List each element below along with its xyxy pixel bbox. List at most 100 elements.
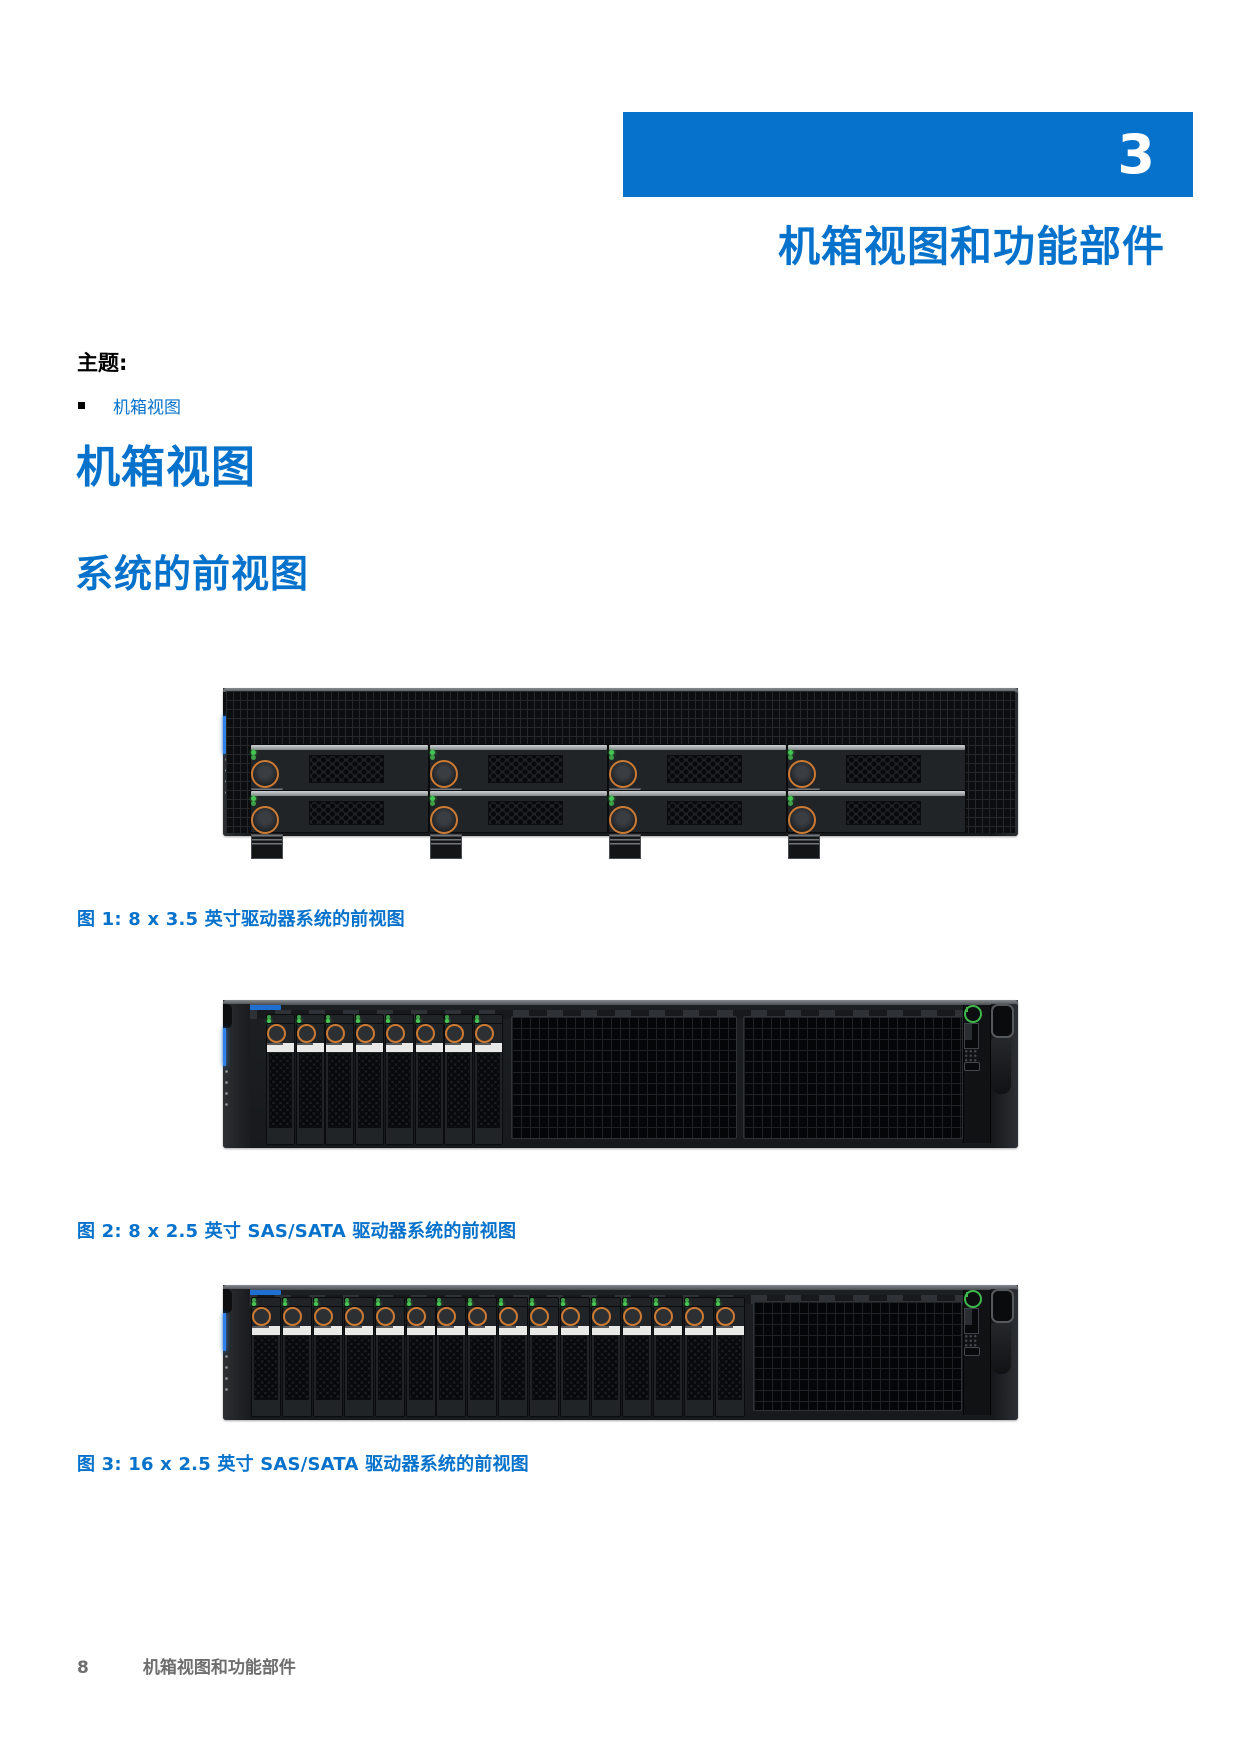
drive-release-button-icon bbox=[376, 1307, 395, 1326]
drive-capacity-label bbox=[623, 1326, 651, 1335]
drive-capacity-label bbox=[530, 1326, 558, 1335]
drive-capacity-label bbox=[475, 1043, 502, 1052]
drive-carrier-2-5in bbox=[385, 1014, 414, 1145]
vga-port-icon bbox=[991, 1289, 1014, 1323]
drive-activity-led bbox=[376, 1302, 380, 1306]
label-text-line bbox=[345, 1326, 362, 1328]
figure-caption-3: 图 3: 16 x 2.5 英寸 SAS/SATA 驱动器系统的前视图 bbox=[77, 1454, 529, 1475]
drive-carrier-2-5in bbox=[529, 1297, 559, 1417]
drive-activity-led bbox=[654, 1302, 658, 1306]
label-text-line bbox=[252, 1326, 269, 1328]
drive-capacity-label bbox=[685, 1326, 713, 1335]
micro-usb-port-icon bbox=[964, 1062, 980, 1071]
label-text-line bbox=[654, 1326, 671, 1328]
left-rack-ear bbox=[223, 1289, 250, 1420]
power-button-icon bbox=[964, 1290, 982, 1308]
chassis-top-edge bbox=[223, 1285, 1018, 1290]
drive-status-led bbox=[445, 1015, 449, 1019]
drive-status-led bbox=[609, 755, 614, 760]
drive-release-button-icon bbox=[326, 1024, 345, 1043]
drive-perforated-faceplate bbox=[488, 755, 563, 783]
label-text-lines bbox=[252, 835, 282, 846]
carrier-cap-divider bbox=[468, 1306, 496, 1307]
drive-carrier-2-5in bbox=[406, 1297, 436, 1417]
drive-release-button-icon bbox=[623, 1307, 642, 1326]
drive-perforated-faceplate bbox=[718, 1336, 742, 1400]
drive-capacity-label bbox=[788, 834, 820, 859]
drive-capacity-label bbox=[386, 1043, 413, 1052]
drive-activity-led bbox=[592, 1302, 596, 1306]
drive-perforated-faceplate bbox=[447, 1053, 470, 1128]
ear-icon-glyphs bbox=[223, 1066, 230, 1114]
drive-activity-led bbox=[499, 1302, 503, 1306]
carrier-cap-divider bbox=[416, 1023, 443, 1024]
drive-release-button-icon bbox=[437, 1307, 456, 1326]
carrier-rail bbox=[430, 791, 607, 796]
drive-carrier-2-5in bbox=[251, 1297, 281, 1417]
drive-capacity-label bbox=[314, 1326, 342, 1335]
ear-notch bbox=[223, 1004, 232, 1028]
drive-activity-led bbox=[251, 750, 256, 755]
carrier-cap-divider bbox=[376, 1306, 404, 1307]
drive-activity-led bbox=[685, 1302, 689, 1306]
drive-status-led bbox=[468, 1298, 472, 1302]
section-heading-chassis-views: 机箱视图 bbox=[76, 442, 256, 493]
power-glyph bbox=[966, 1292, 968, 1297]
drive-perforated-faceplate bbox=[378, 1336, 402, 1400]
drive-capacity-label bbox=[654, 1326, 682, 1335]
drive-capacity-label bbox=[430, 834, 462, 859]
drive-capacity-label bbox=[252, 1326, 280, 1335]
label-text-line bbox=[326, 1043, 343, 1045]
drive-carrier-3-5in bbox=[429, 744, 608, 813]
drive-status-led bbox=[623, 1298, 627, 1302]
drive-perforated-faceplate bbox=[625, 1336, 649, 1400]
drive-carrier-2-5in bbox=[296, 1014, 325, 1145]
carrier-rail bbox=[609, 791, 786, 796]
drive-capacity-label bbox=[376, 1326, 404, 1335]
drive-release-button-icon bbox=[407, 1307, 426, 1326]
topic-link-chassis-views[interactable]: 机箱视图 bbox=[113, 398, 181, 418]
footer-page-number: 8 bbox=[77, 1658, 89, 1678]
drive-release-button-icon bbox=[530, 1307, 549, 1326]
drive-carrier-2-5in bbox=[355, 1014, 384, 1145]
power-button-icon bbox=[964, 1005, 982, 1023]
label-text-line bbox=[386, 1043, 403, 1045]
carrier-cap-divider bbox=[407, 1306, 435, 1307]
drive-carrier-2-5in bbox=[444, 1014, 473, 1145]
drive-release-button-icon bbox=[430, 806, 458, 834]
drive-release-button-icon bbox=[430, 760, 458, 788]
drive-carrier-2-5in bbox=[325, 1014, 354, 1145]
carrier-cap-divider bbox=[592, 1306, 620, 1307]
label-text-line bbox=[407, 1326, 424, 1328]
drive-status-led bbox=[499, 1298, 503, 1302]
drive-activity-led bbox=[788, 750, 793, 755]
carrier-cap-divider bbox=[297, 1023, 324, 1024]
empty-bay-mesh-panel bbox=[753, 1301, 962, 1411]
drive-perforated-faceplate bbox=[299, 1053, 322, 1128]
drive-status-led bbox=[475, 1015, 479, 1019]
drive-release-button-icon bbox=[788, 806, 816, 834]
drive-status-led bbox=[251, 755, 256, 760]
carrier-rail bbox=[251, 791, 428, 796]
drive-activity-led bbox=[623, 1302, 627, 1306]
drive-perforated-faceplate bbox=[470, 1336, 494, 1400]
carrier-cap-divider bbox=[437, 1306, 465, 1307]
drive-perforated-faceplate bbox=[667, 801, 742, 825]
label-text-line bbox=[376, 1326, 393, 1328]
chassis-top-lip bbox=[223, 1010, 1018, 1019]
subsection-heading-front-view: 系统的前视图 bbox=[75, 552, 310, 596]
carrier-rail bbox=[609, 745, 786, 750]
drive-capacity-label bbox=[437, 1326, 465, 1335]
drive-release-button-icon bbox=[386, 1024, 405, 1043]
drive-release-button-icon bbox=[475, 1024, 494, 1043]
carrier-cap-divider bbox=[685, 1306, 713, 1307]
label-text-lines bbox=[610, 835, 640, 846]
drive-release-button-icon bbox=[654, 1307, 673, 1326]
drive-carrier-3-5in bbox=[787, 744, 966, 813]
drive-perforated-faceplate bbox=[418, 1053, 441, 1128]
ear-notch bbox=[223, 1289, 232, 1313]
drive-activity-led bbox=[251, 796, 256, 801]
drive-status-led bbox=[416, 1015, 420, 1019]
drive-perforated-faceplate bbox=[439, 1336, 463, 1400]
